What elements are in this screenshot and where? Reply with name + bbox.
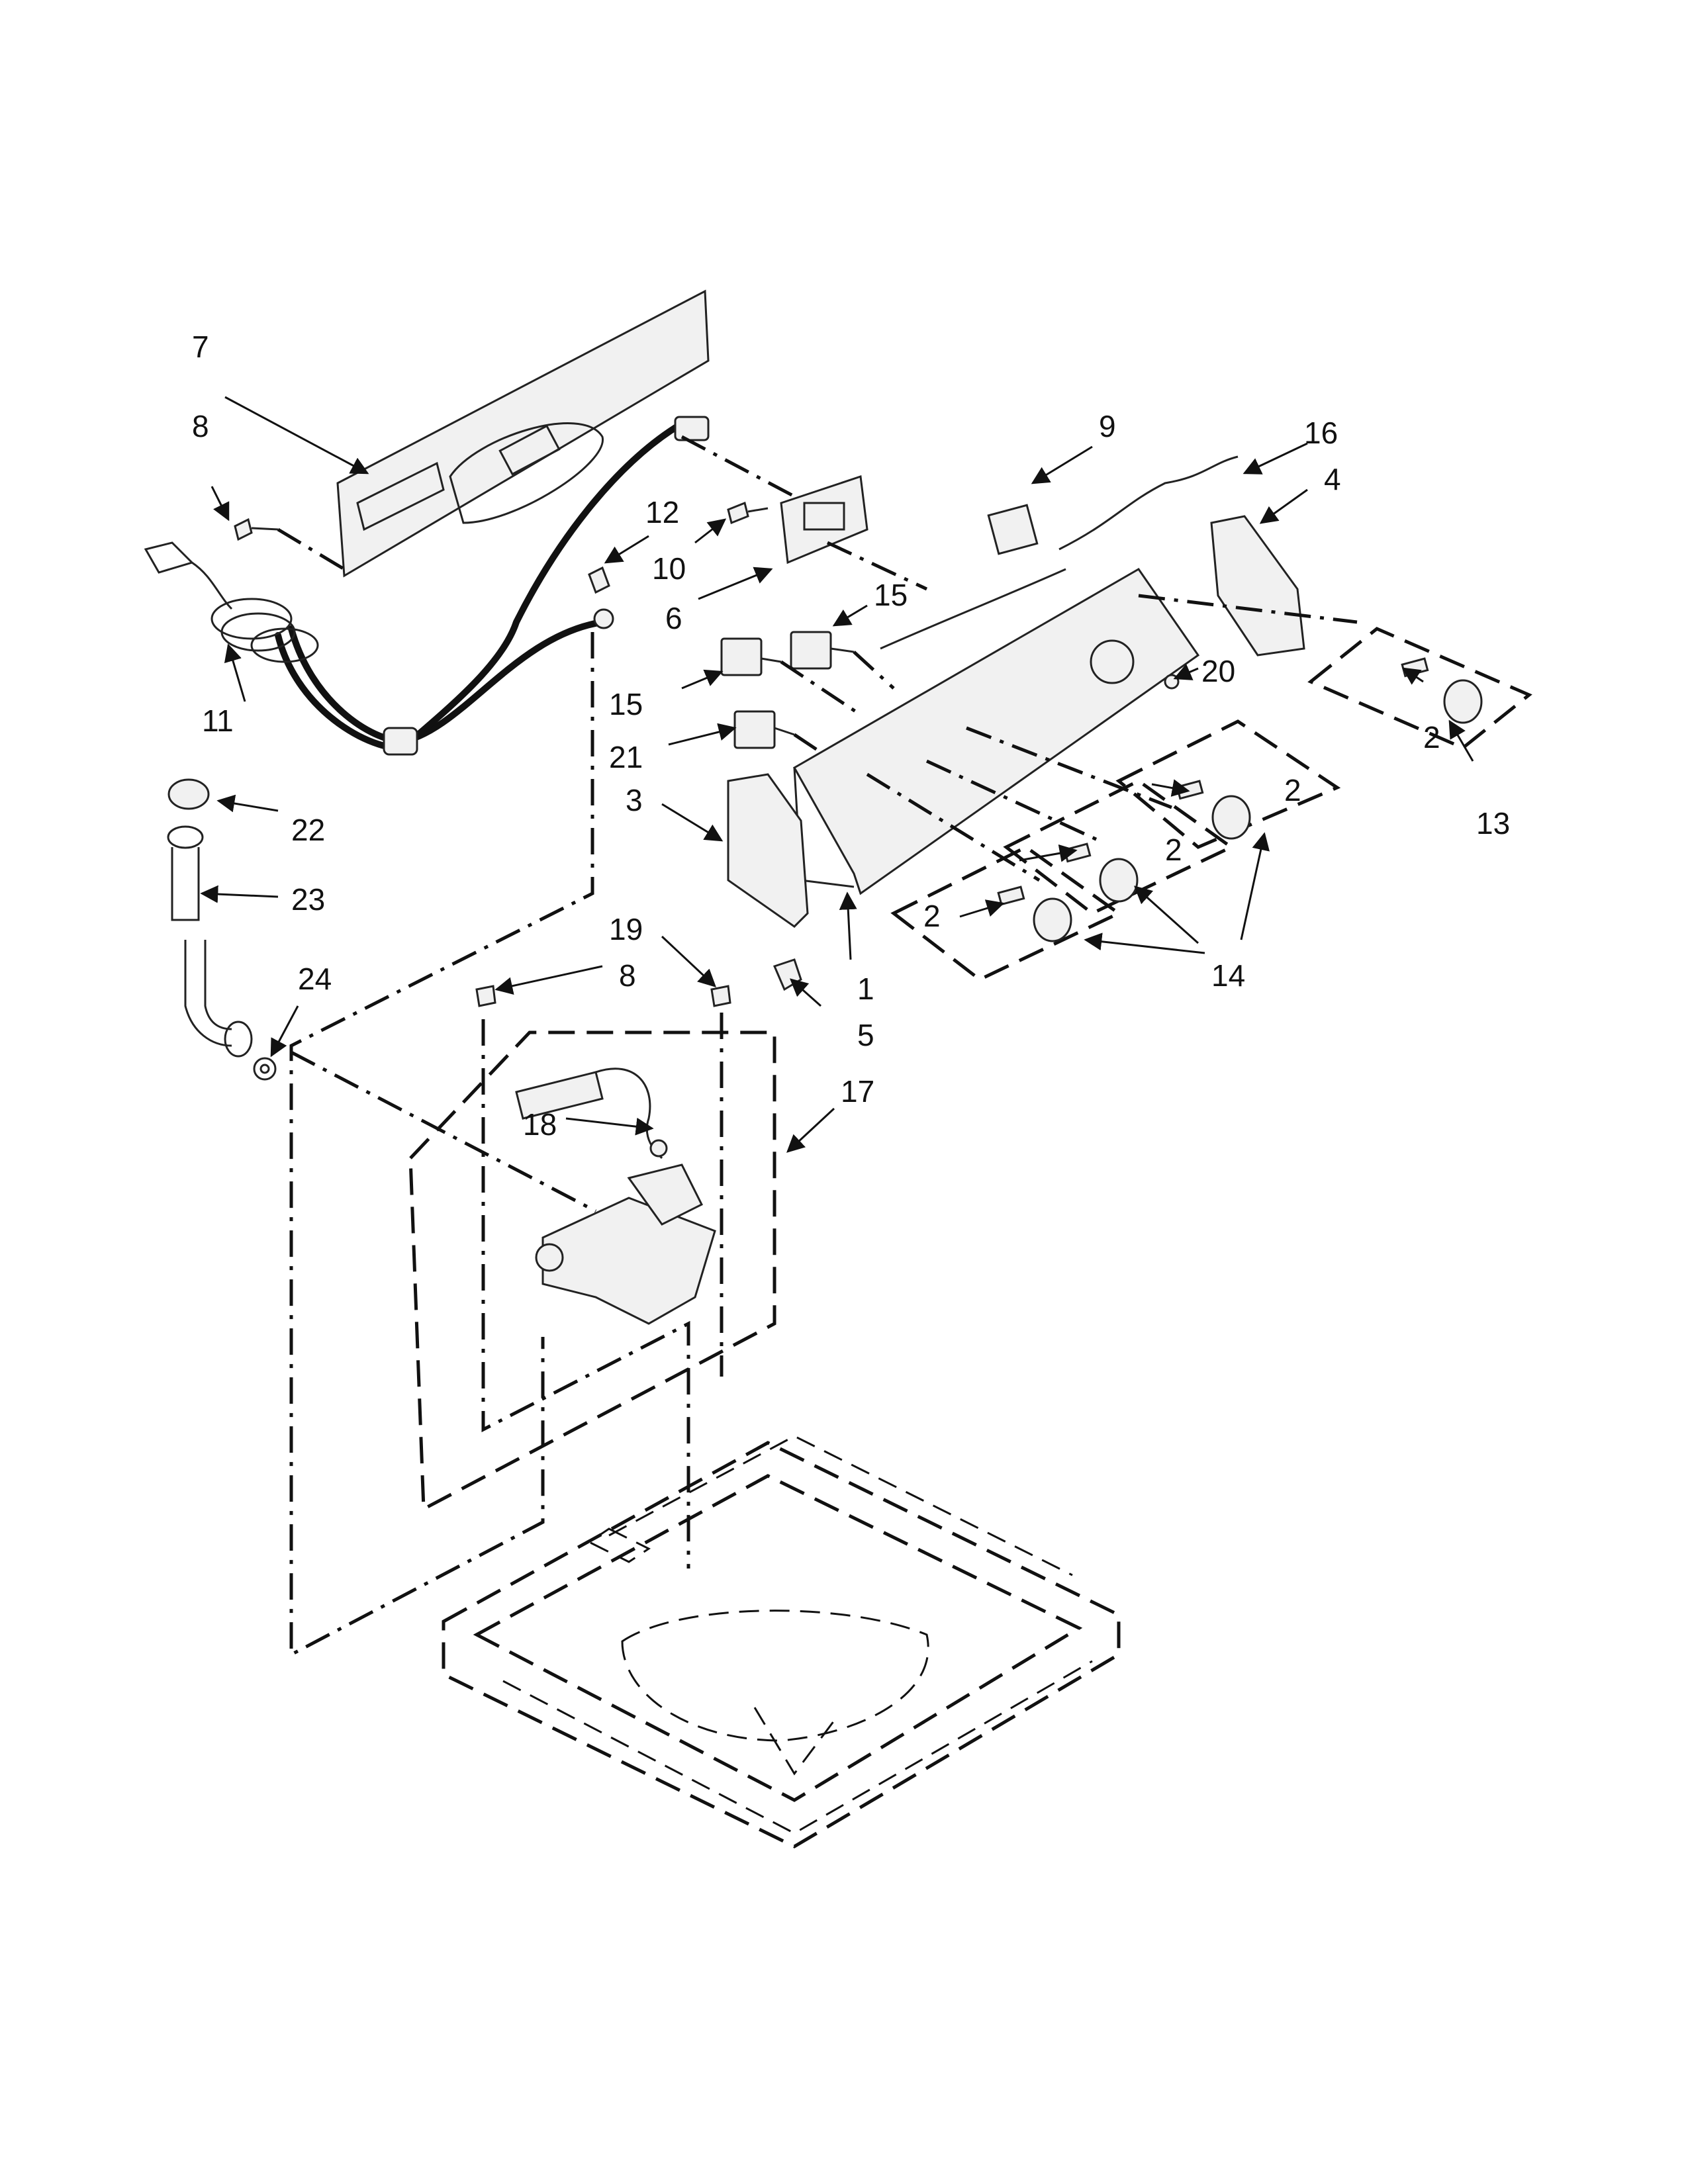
callout-2-box14c: 2 (1284, 773, 1301, 807)
callout-23: 23 (291, 882, 325, 917)
callout-leaders (200, 396, 1474, 1153)
callout-3: 3 (626, 783, 643, 817)
knob-box-14a (890, 845, 1122, 981)
callout-21: 21 (609, 740, 643, 774)
callout-8-upper: 8 (192, 409, 209, 443)
wire-harness-9 (880, 455, 1239, 650)
callout-1: 1 (857, 972, 874, 1006)
screw-12 (588, 566, 610, 594)
callout-7: 7 (192, 330, 209, 364)
end-cap-left (727, 773, 809, 928)
board-leader-line (680, 435, 928, 591)
callout-15-right: 15 (874, 578, 908, 612)
hose-cap-22 (167, 778, 210, 810)
callout-9: 9 (1099, 409, 1116, 443)
inlet-hose-23 (167, 825, 204, 921)
end-cap-right (1210, 515, 1305, 657)
wire-harness-18 (515, 1068, 668, 1160)
callout-10: 10 (652, 551, 686, 586)
callout-18: 18 (523, 1107, 557, 1142)
callout-15-left: 15 (609, 687, 643, 721)
callout-20: 20 (1201, 654, 1235, 688)
hose-elbow (184, 940, 253, 1058)
screw-19 (710, 985, 731, 1007)
screw-8-upper (234, 518, 279, 541)
power-cord (144, 416, 710, 756)
switch-21 (733, 710, 795, 749)
callout-labels: 7 8 12 10 6 9 16 4 15 15 21 20 3 1 5 11 … (192, 330, 1510, 1142)
callout-5: 5 (857, 1018, 874, 1052)
callout-2-box14b: 2 (1165, 833, 1182, 867)
callout-11: 11 (202, 704, 234, 738)
knob-box-13 (1307, 627, 1532, 750)
water-valve-17 (535, 1163, 716, 1325)
switch-leader (780, 651, 895, 763)
callout-2-box14a: 2 (923, 899, 941, 933)
callout-16: 16 (1304, 416, 1338, 450)
screw-10 (727, 501, 769, 525)
callout-8-lower: 8 (619, 958, 636, 993)
callout-17: 17 (841, 1074, 874, 1109)
callout-19: 19 (609, 912, 643, 946)
console-rear-panel (336, 289, 710, 578)
valve-group-inner-line (481, 1013, 724, 1569)
knob-box-14c (1115, 719, 1341, 849)
callout-6: 6 (665, 601, 682, 635)
callout-14: 14 (1211, 958, 1245, 993)
callout-22: 22 (291, 813, 325, 847)
control-board (780, 475, 868, 565)
callout-4: 4 (1324, 462, 1341, 496)
screw-8-lower (475, 985, 496, 1007)
knob-leader (866, 594, 1358, 882)
switch-15-right (790, 631, 855, 670)
screw-leader (277, 527, 346, 571)
callout-12: 12 (645, 495, 679, 529)
switch-15-left (720, 637, 782, 676)
valve-group-box (408, 1030, 776, 1512)
callout-2-box13: 2 (1423, 720, 1440, 754)
washer-24 (253, 1057, 277, 1081)
console-front (792, 568, 1200, 895)
assembly-leader-line (290, 1050, 597, 1213)
callout-13: 13 (1476, 806, 1510, 841)
cabinet-top-base (442, 1435, 1121, 1848)
assembly-leader-line (289, 632, 594, 1658)
callout-24: 24 (298, 962, 332, 996)
